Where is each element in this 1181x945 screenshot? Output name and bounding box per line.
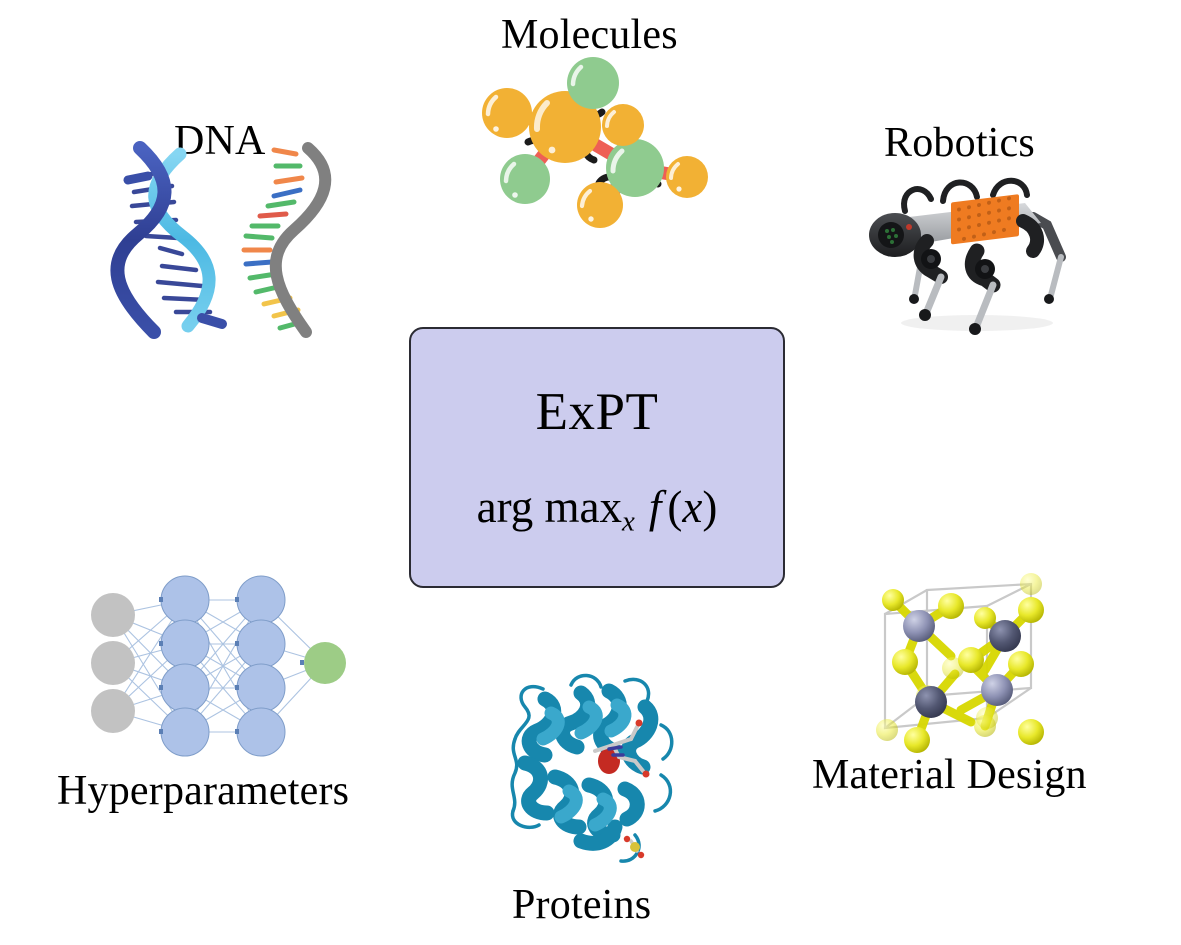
formula-function: f bbox=[648, 482, 662, 533]
formula-argument: x bbox=[682, 482, 703, 533]
label-hyperparameters: Hyperparameters bbox=[57, 768, 350, 814]
dna-double-helix-icon bbox=[110, 140, 350, 340]
label-molecules: Molecules bbox=[501, 12, 678, 58]
formula-subscript: x bbox=[622, 505, 635, 538]
label-robotics: Robotics bbox=[884, 120, 1035, 166]
label-dna: DNA bbox=[174, 118, 266, 164]
label-proteins: Proteins bbox=[512, 882, 652, 928]
formula-paren-open: ( bbox=[667, 482, 683, 533]
formula-paren-close: ) bbox=[702, 482, 718, 533]
quadruped-robot-icon bbox=[865, 165, 1075, 335]
crystal-lattice-icon bbox=[835, 570, 1075, 760]
expt-title: ExPT bbox=[535, 383, 659, 442]
molecule-icon bbox=[455, 55, 725, 255]
neural-network-icon bbox=[85, 575, 360, 760]
formula-operator: arg max bbox=[476, 482, 623, 533]
label-material-design: Material Design bbox=[812, 752, 1087, 798]
protein-ribbon-icon bbox=[485, 655, 700, 880]
